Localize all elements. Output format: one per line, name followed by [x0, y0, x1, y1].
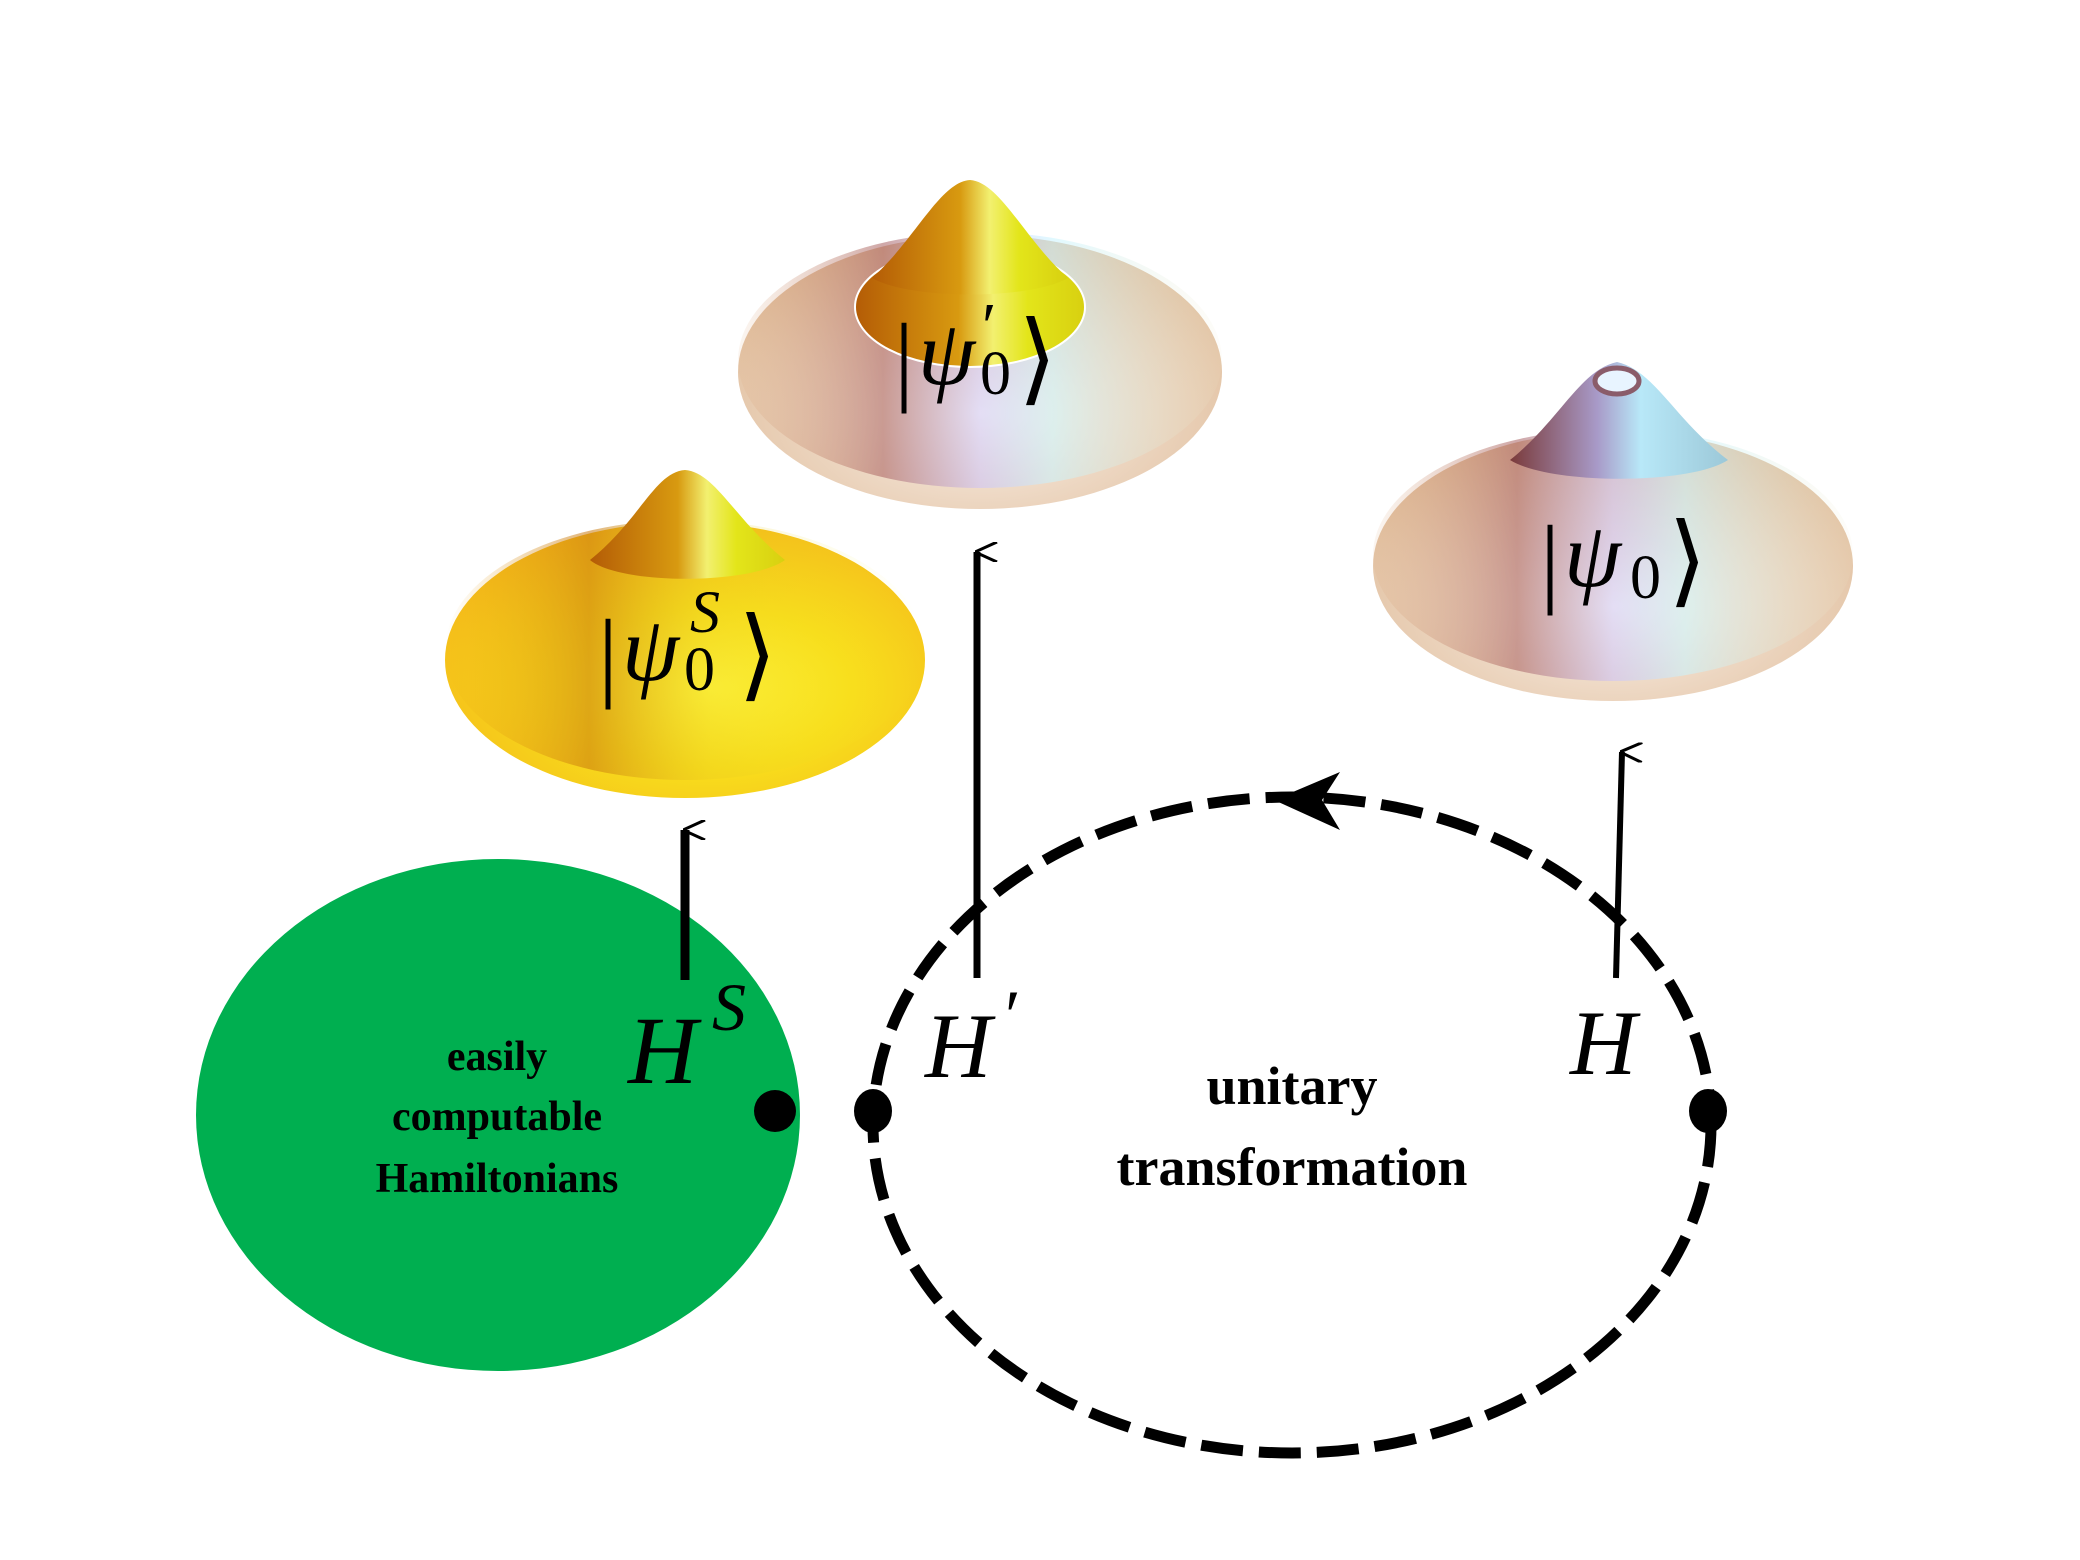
ket-open: | [894, 303, 914, 414]
ground-state-surface-psi-prime: | ψ ′ 0 ⟩ [738, 180, 1222, 509]
surface-shading [1373, 429, 1853, 681]
loop-label-line-1: unitary [1206, 1056, 1377, 1116]
hprime-label-base: H [924, 995, 996, 1097]
psi-sub: 0 [980, 340, 1011, 408]
loop-label-line-2: transformation [1117, 1137, 1468, 1197]
psi-sup: S [690, 579, 720, 645]
psi-sub: 0 [1630, 544, 1661, 612]
psi-sub: 0 [684, 636, 715, 704]
h-point-dot [1689, 1089, 1727, 1133]
psi-symbol: ψ [622, 598, 681, 700]
hprime-label: H ′ [924, 976, 1021, 1097]
hs-label-base: H [626, 997, 702, 1104]
region-label-line-1: easily [447, 1034, 547, 1080]
state-label-psi-prime: | ψ ′ 0 ⟩ [894, 290, 1057, 414]
ket-open: | [1540, 505, 1560, 616]
h-label-base: H [1569, 992, 1641, 1094]
ground-state-surface-psi: | ψ 0 ⟩ [1373, 362, 1853, 701]
region-label-line-3: Hamiltonians [376, 1156, 619, 1202]
unitary-transformation-loop: unitary transformation [867, 772, 1717, 1459]
surface-peak [1510, 362, 1728, 479]
hs-label: H S [626, 969, 746, 1104]
surface-peak [872, 180, 1068, 295]
hprime-point-dot [854, 1089, 892, 1133]
psi-prime: ′ [982, 290, 996, 363]
green-ellipse [196, 859, 800, 1371]
dashed-loop-ellipse [867, 791, 1717, 1459]
loop-direction-arrow-icon [1274, 772, 1340, 830]
h-label: H [1569, 992, 1641, 1094]
hs-label-sup: S [712, 969, 746, 1045]
hprime-label-prime: ′ [1005, 976, 1021, 1056]
ket-close: ⟩ [738, 599, 777, 710]
state-label-psi-s: | ψ S 0 ⟩ [598, 579, 777, 710]
psi-symbol: ψ [1564, 504, 1623, 606]
hs-point-dot [754, 1090, 796, 1132]
surface-crater [1592, 365, 1642, 397]
ground-state-surface-psi-s: | ψ S 0 ⟩ [445, 470, 925, 798]
ket-close: ⟩ [1018, 303, 1057, 414]
ket-open: | [598, 599, 618, 710]
psi-symbol: ψ [918, 302, 977, 404]
region-label-line-2: computable [392, 1094, 602, 1140]
easily-computable-region: easily computable Hamiltonians [196, 859, 800, 1371]
state-label-psi: | ψ 0 ⟩ [1540, 504, 1707, 616]
ket-close: ⟩ [1668, 505, 1707, 616]
surface-peak [590, 470, 785, 579]
h-arrow [1613, 752, 1622, 979]
surface-shading [445, 520, 925, 780]
